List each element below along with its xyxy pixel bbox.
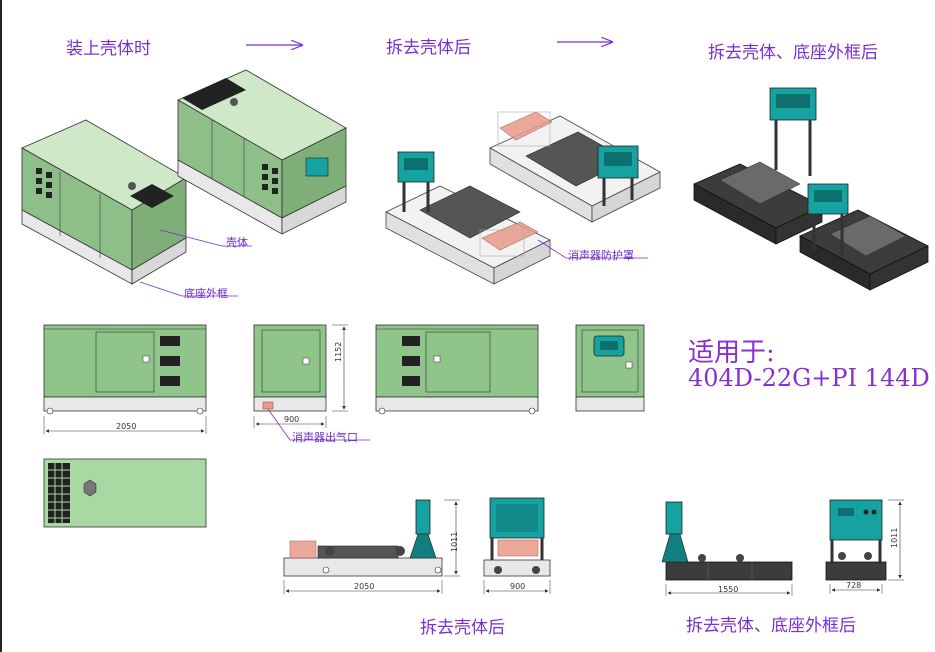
iso-open-genset-b	[489, 111, 661, 223]
dim-side-height: 1152	[334, 341, 343, 362]
open-elevation	[283, 499, 460, 594]
dim-open-end-width: 900	[510, 582, 526, 591]
left-border	[0, 0, 2, 652]
iso-genset-back	[177, 69, 347, 235]
dim-open-height: 1011	[450, 531, 459, 552]
control-end-view	[575, 324, 645, 412]
footer-shell-removed: 拆去壳体后	[420, 618, 505, 638]
dim-front-length: 2050	[116, 422, 137, 431]
iso-open-genset-a	[385, 151, 551, 285]
header-assembled: 装上壳体时	[66, 39, 151, 59]
dim-bare-height: 1011	[890, 527, 899, 548]
side-view	[253, 324, 370, 441]
callout-muffler-outlet: 消声器出气口	[292, 431, 358, 444]
base-frame-leader	[139, 281, 183, 297]
dim-bare-end-width: 728	[846, 581, 862, 590]
bare-elevation	[661, 501, 793, 596]
dim-side-width: 900	[284, 415, 300, 424]
applicable-model: 404D-22G+PI 144D	[688, 364, 930, 392]
callout-shell: 壳体	[226, 236, 248, 249]
applicable-title: 适用于:	[688, 338, 775, 368]
header-shell-removed: 拆去壳体后	[386, 38, 471, 58]
muffler-guard-leader	[537, 239, 567, 259]
dim-open-length: 2050	[354, 582, 375, 591]
header-shell-base-removed: 拆去壳体、底座外框后	[708, 43, 878, 63]
footer-shell-base-removed: 拆去壳体、底座外框后	[686, 616, 856, 636]
callout-base-frame: 底座外框	[184, 287, 228, 300]
iso-bare-genset-a	[693, 87, 823, 245]
callout-muffler-guard: 消声器防护罩	[568, 249, 634, 262]
iso-genset-front	[21, 119, 187, 285]
shell-leader	[159, 229, 223, 247]
open-end-view	[483, 497, 551, 594]
front-view	[43, 324, 207, 434]
rear-view	[375, 324, 539, 415]
iso-bare-genset-b	[799, 183, 929, 291]
top-view	[43, 458, 207, 528]
bare-end-view	[825, 499, 904, 594]
dim-bare-length: 1550	[718, 585, 739, 594]
